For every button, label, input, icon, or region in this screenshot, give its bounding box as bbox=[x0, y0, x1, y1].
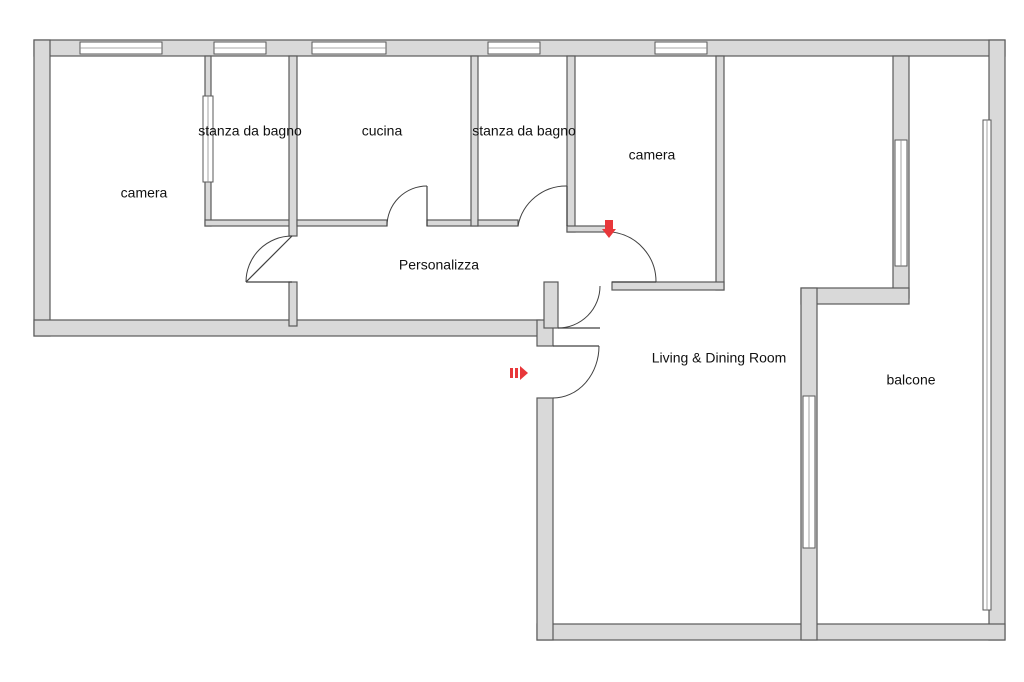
room-labels: camera stanza da bagno cucina stanza da … bbox=[121, 123, 936, 388]
room-label-living: Living & Dining Room bbox=[652, 350, 787, 366]
view-arrow-icon bbox=[602, 220, 616, 238]
room-label-corridor: Personalizza bbox=[399, 257, 479, 273]
room-label-bagno-1: stanza da bagno bbox=[198, 123, 302, 139]
room-label-bagno-2: stanza da bagno bbox=[472, 123, 576, 139]
room-label-balcone: balcone bbox=[886, 372, 935, 388]
doors bbox=[245, 185, 657, 399]
windows-vertical bbox=[202, 95, 992, 611]
room-label-camera-right: camera bbox=[629, 147, 676, 163]
outer-walls bbox=[33, 39, 1006, 641]
room-label-camera-left: camera bbox=[121, 185, 168, 201]
entrance-arrow-icon bbox=[510, 366, 528, 380]
interior-walls bbox=[204, 55, 910, 641]
windows-top bbox=[79, 41, 708, 55]
room-label-cucina: cucina bbox=[362, 123, 403, 139]
